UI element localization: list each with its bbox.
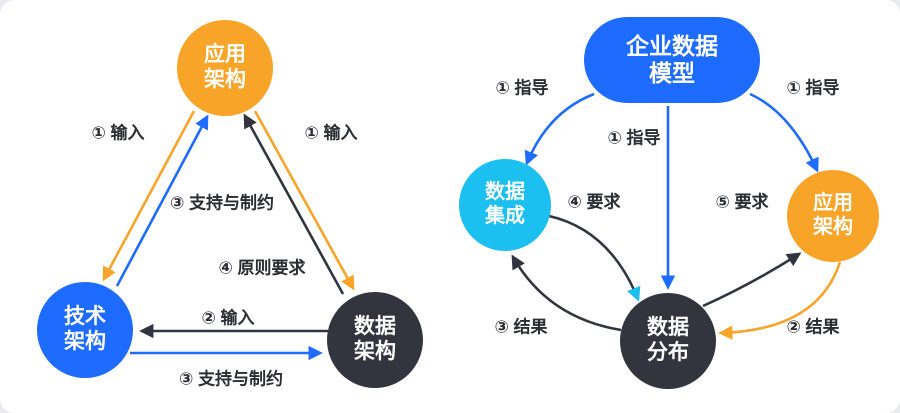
arrow-result-right xyxy=(718,261,842,340)
arrow-input-left xyxy=(102,110,196,282)
label-require-right: ⑤ 要求 xyxy=(715,192,769,212)
label-support-diagonal: ③ 支持与制约 xyxy=(169,193,275,213)
node-left-data-architecture: 数据 架构 xyxy=(327,292,423,388)
node-right-enterprise-data-model: 企业数据 模型 xyxy=(584,17,760,103)
arrow-guide-left xyxy=(524,92,595,166)
label-support-bottom: ③ 支持与制约 xyxy=(178,369,284,389)
arrow-input-right xyxy=(253,110,355,291)
arrow-principle-requirement xyxy=(243,113,345,295)
label-guide-left: ① 指导 xyxy=(495,78,549,98)
label-input-bottom: ② 输入 xyxy=(201,308,255,328)
label-principle-requirement: ④ 原则要求 xyxy=(218,258,306,278)
label-result-right: ② 结果 xyxy=(786,317,840,337)
label-require-left: ④ 要求 xyxy=(567,192,621,212)
arrow-require-right xyxy=(702,252,802,308)
label-result-left: ③ 结果 xyxy=(494,317,548,337)
label-input-left: ① 输入 xyxy=(91,123,145,143)
label-input-right: ① 输入 xyxy=(304,123,358,143)
node-right-data-integration: 数据 集成 xyxy=(459,159,551,251)
arrow-result-left xyxy=(511,254,622,332)
node-right-data-distribution: 数据 分布 xyxy=(620,293,716,389)
label-guide-center: ① 指导 xyxy=(607,128,661,148)
node-left-technology-architecture: 技术 架构 xyxy=(37,282,133,378)
arrow-guide-right xyxy=(749,92,819,173)
arrow-require-left xyxy=(548,214,641,302)
node-right-application-architecture: 应用 架构 xyxy=(787,170,879,262)
node-left-application-architecture: 应用 架构 xyxy=(177,20,273,116)
arrow-support-diagonal xyxy=(115,114,209,287)
label-guide-right: ① 指导 xyxy=(786,78,840,98)
